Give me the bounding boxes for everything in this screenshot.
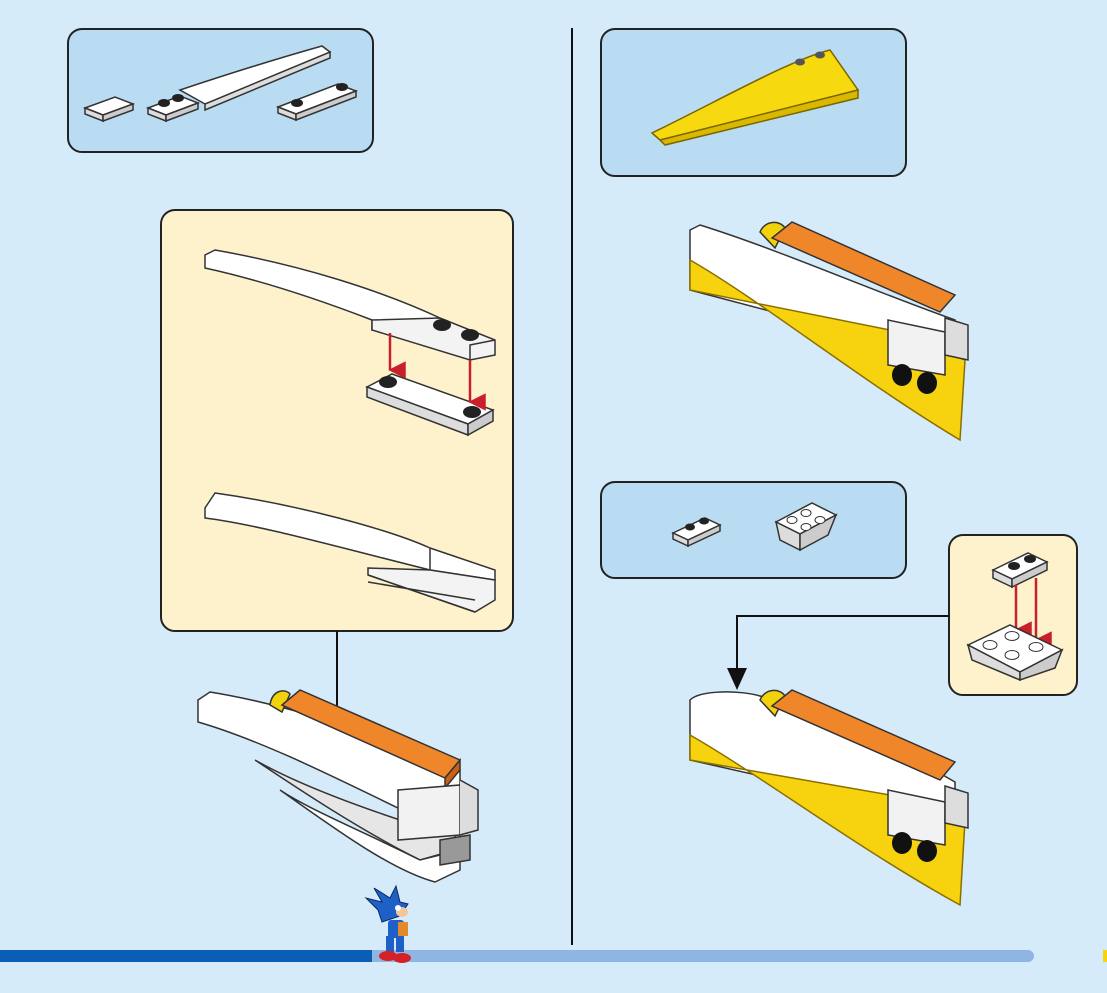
yellow-hull-model-2 (690, 690, 968, 905)
yellow-hull-model-1 (690, 222, 968, 440)
parts-box-right-2 (601, 482, 906, 578)
callout-box (949, 535, 1077, 695)
parts-box-right-1 (601, 29, 906, 176)
page-corner-marker (1103, 950, 1107, 962)
parts-box-left (68, 29, 373, 152)
white-hull-model (198, 690, 478, 882)
progress-bar (0, 950, 1034, 962)
subassembly-box (161, 210, 513, 631)
progress-fill (0, 950, 372, 962)
callout-connector (737, 616, 949, 672)
